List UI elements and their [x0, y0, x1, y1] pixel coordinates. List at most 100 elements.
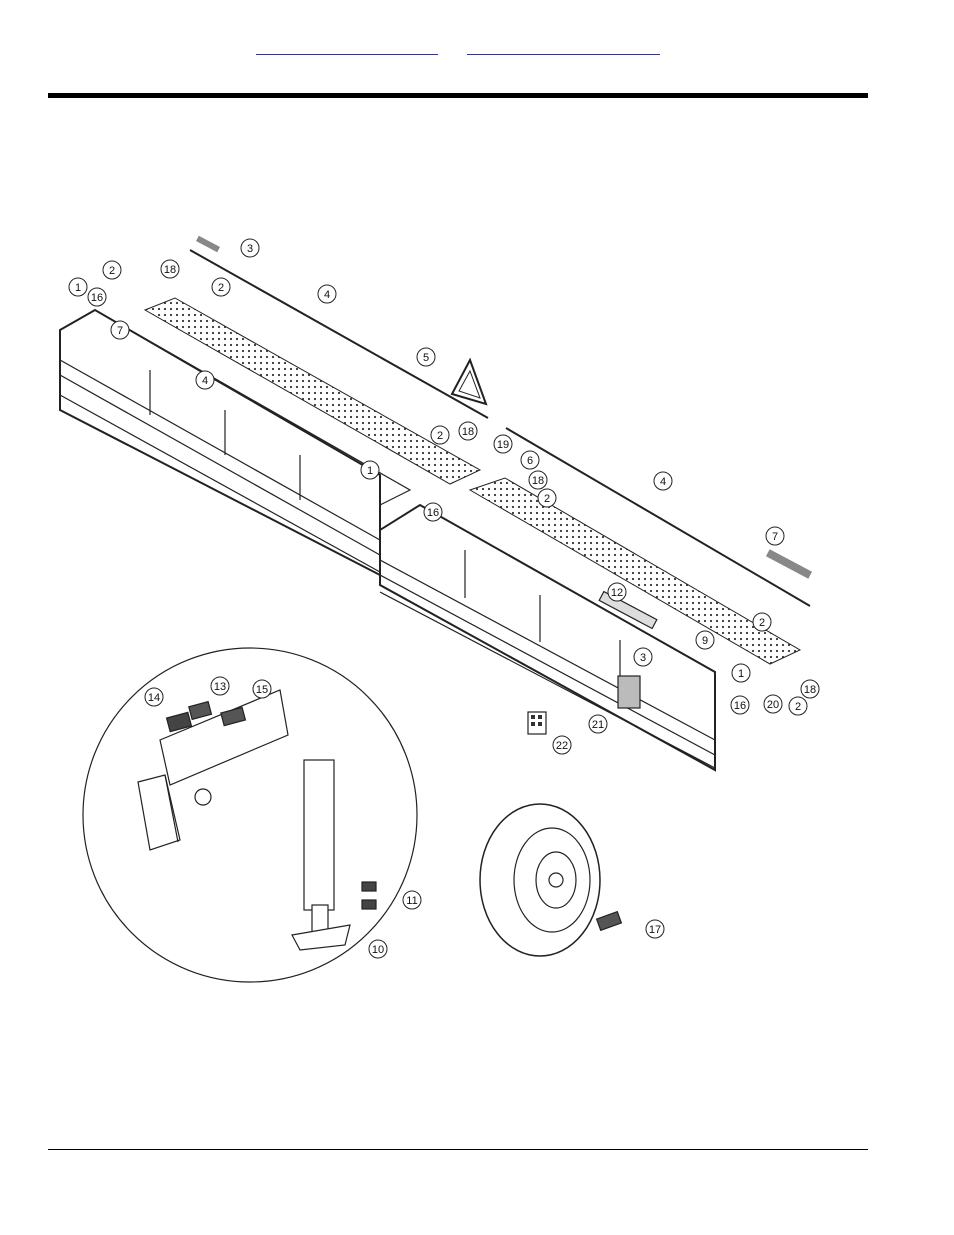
top-rule — [48, 93, 868, 98]
callout-18: 18 — [800, 679, 820, 699]
callout-circle — [520, 450, 540, 470]
callout-circle — [416, 347, 436, 367]
callout-14: 14 — [144, 687, 164, 707]
callout-circle — [528, 470, 548, 490]
bottom-rule — [48, 1149, 868, 1150]
callout-16: 16 — [423, 502, 443, 522]
callout-9: 9 — [695, 630, 715, 650]
callout-circle — [800, 679, 820, 699]
callout-label: 4 — [324, 289, 330, 301]
callout-label: 18 — [462, 426, 474, 438]
callout-1: 1 — [68, 277, 88, 297]
callout-2: 2 — [102, 260, 122, 280]
callout-label: 2 — [437, 430, 443, 442]
callout-label: 1 — [75, 282, 81, 294]
callout-label: 16 — [734, 700, 746, 712]
callout-circle — [110, 320, 130, 340]
callout-label: 13 — [214, 681, 226, 693]
callout-label: 20 — [767, 699, 779, 711]
callout-label: 15 — [256, 684, 268, 696]
callout-circle — [763, 694, 783, 714]
callout-circle — [211, 277, 231, 297]
callout-circle — [730, 695, 750, 715]
callout-label: 11 — [406, 895, 417, 907]
callout-10: 10 — [368, 939, 388, 959]
callout-4: 4 — [195, 370, 215, 390]
callout-label: 3 — [247, 243, 253, 255]
callout-label: 5 — [423, 352, 429, 364]
header-link-right[interactable] — [467, 38, 660, 55]
callout-circle — [252, 679, 272, 699]
machine-drawing — [59, 235, 813, 983]
callout-22: 22 — [552, 735, 572, 755]
callout-label: 10 — [372, 944, 384, 956]
callout-label: 2 — [109, 265, 115, 277]
callout-circle — [195, 370, 215, 390]
callout-13: 13 — [210, 676, 230, 696]
callout-circle — [144, 687, 164, 707]
callout-circle — [695, 630, 715, 650]
callout-label: 18 — [164, 264, 176, 276]
callout-label: 3 — [640, 652, 646, 664]
callout-18: 18 — [160, 259, 180, 279]
callout-4: 4 — [317, 284, 337, 304]
callout-label: 21 — [592, 719, 604, 731]
callout-3: 3 — [633, 647, 653, 667]
callout-label: 1 — [738, 668, 744, 680]
callout-label: 16 — [427, 507, 439, 519]
header-link-left[interactable] — [256, 38, 438, 55]
callout-17: 17 — [645, 919, 665, 939]
callout-label: 2 — [795, 701, 801, 713]
callout-label: 4 — [202, 375, 208, 387]
callout-label: 1 — [367, 465, 373, 477]
callout-label: 2 — [218, 282, 224, 294]
callout-circle — [87, 287, 107, 307]
callout-label: 22 — [556, 740, 568, 752]
callout-2: 2 — [537, 488, 557, 508]
callout-15: 15 — [252, 679, 272, 699]
callout-circle — [317, 284, 337, 304]
callout-label: 2 — [544, 493, 550, 505]
callout-circle — [240, 238, 260, 258]
callout-6: 6 — [520, 450, 540, 470]
callout-label: 4 — [660, 476, 666, 488]
callout-2: 2 — [430, 425, 450, 445]
callout-12: 12 — [607, 582, 627, 602]
callout-circle — [458, 421, 478, 441]
callout-circle — [68, 277, 88, 297]
callout-16: 16 — [730, 695, 750, 715]
callout-2: 2 — [211, 277, 231, 297]
callout-circle — [607, 582, 627, 602]
callout-circle — [537, 488, 557, 508]
callout-label: 6 — [527, 455, 533, 467]
callout-label: 2 — [759, 617, 765, 629]
callout-label: 17 — [649, 924, 661, 936]
callout-label: 16 — [91, 292, 103, 304]
callout-18: 18 — [458, 421, 478, 441]
callout-circle — [752, 612, 772, 632]
callout-circle — [360, 460, 380, 480]
callout-circle — [653, 471, 673, 491]
callout-circle — [402, 890, 422, 910]
callout-label: 12 — [611, 587, 623, 599]
callout-3: 3 — [240, 238, 260, 258]
callout-circle — [645, 919, 665, 939]
callout-circle — [731, 663, 751, 683]
callout-circle — [160, 259, 180, 279]
callout-5: 5 — [416, 347, 436, 367]
callout-18: 18 — [528, 470, 548, 490]
callout-circle — [423, 502, 443, 522]
callout-label: 7 — [772, 531, 778, 543]
callout-circle — [633, 647, 653, 667]
callout-2: 2 — [788, 696, 808, 716]
callout-circle — [210, 676, 230, 696]
callout-16: 16 — [87, 287, 107, 307]
callout-7: 7 — [765, 526, 785, 546]
callout-circle — [788, 696, 808, 716]
callout-20: 20 — [763, 694, 783, 714]
callout-1: 1 — [731, 663, 751, 683]
callout-label: 14 — [148, 692, 160, 704]
callout-label: 18 — [532, 475, 544, 487]
